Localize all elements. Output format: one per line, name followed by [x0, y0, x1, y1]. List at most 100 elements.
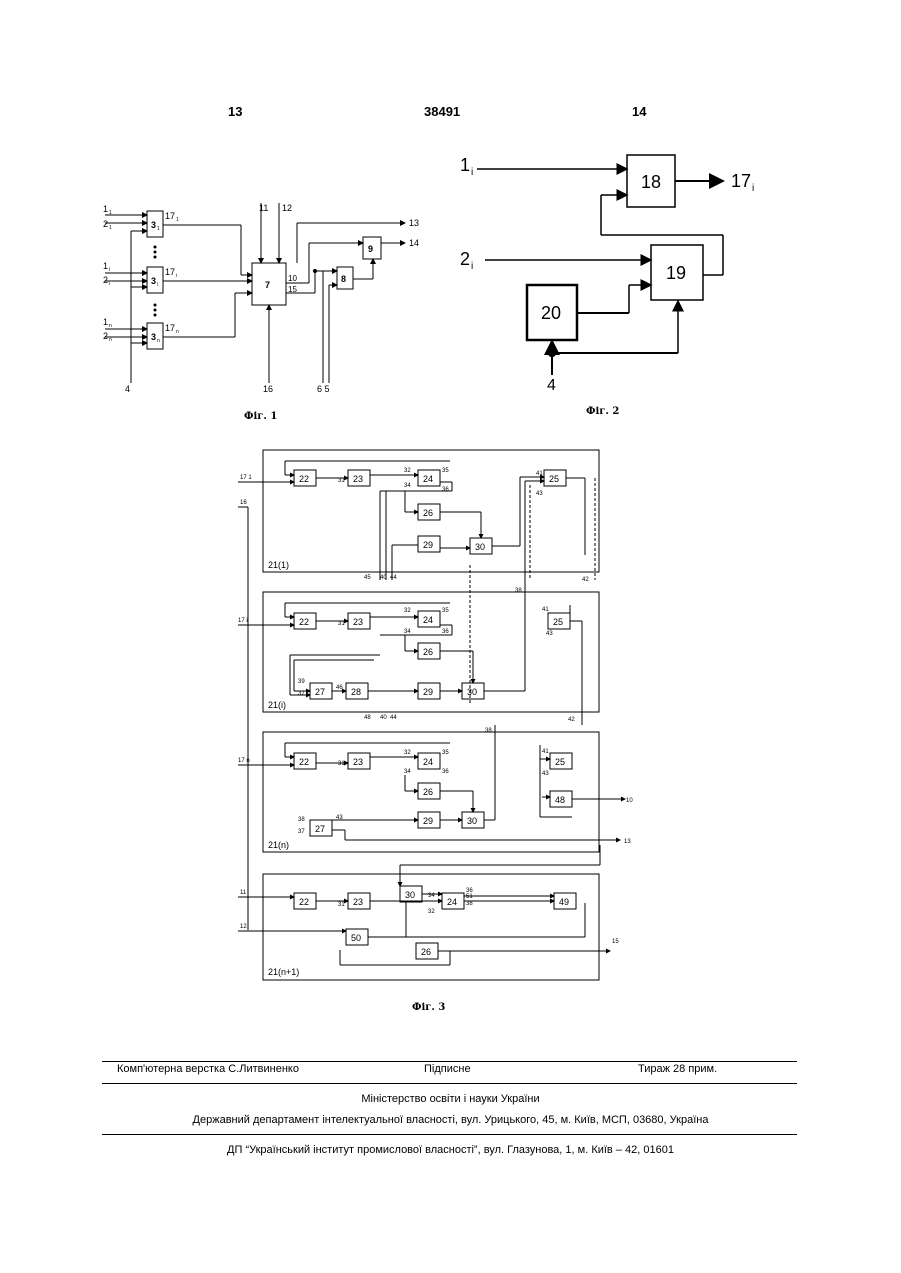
page-number-left: 13	[228, 104, 242, 119]
svg-text:29: 29	[423, 540, 433, 550]
svg-text:17: 17	[165, 267, 175, 277]
svg-text:17: 17	[165, 211, 175, 221]
svg-text:22: 22	[299, 474, 309, 484]
svg-text:12: 12	[240, 924, 247, 930]
svg-text:32: 32	[404, 468, 411, 474]
svg-text:19: 19	[666, 263, 686, 283]
svg-text:45: 45	[364, 575, 371, 581]
svg-text:3: 3	[151, 220, 156, 230]
svg-text:25: 25	[555, 757, 565, 767]
svg-text:32: 32	[404, 750, 411, 756]
svg-text:31: 31	[338, 761, 345, 767]
svg-text:4: 4	[125, 384, 130, 394]
svg-text:41: 41	[536, 471, 543, 477]
svg-text:11: 11	[240, 890, 247, 896]
footer-typesetter: Комп'ютерна верстка С.Литвиненко	[117, 1063, 299, 1075]
svg-text:12: 12	[282, 203, 292, 213]
svg-text:43: 43	[542, 771, 549, 777]
svg-text:3: 3	[151, 276, 156, 286]
footer-rule-3	[102, 1134, 797, 1135]
svg-text:17: 17	[165, 323, 175, 333]
svg-text:37: 37	[298, 691, 305, 697]
f1-in-1-1: 1	[103, 204, 108, 214]
svg-text:i: i	[176, 273, 177, 279]
svg-text:10: 10	[288, 274, 297, 283]
svg-text:23: 23	[353, 897, 363, 907]
svg-text:n: n	[176, 329, 179, 335]
svg-text:17 i: 17 i	[238, 618, 248, 624]
svg-text:1: 1	[103, 261, 108, 271]
svg-text:43: 43	[336, 815, 343, 821]
svg-text:35: 35	[442, 750, 449, 756]
svg-text:35: 35	[442, 608, 449, 614]
footer-rule-1	[102, 1061, 797, 1062]
svg-text:17: 17	[731, 171, 751, 191]
svg-text:n: n	[157, 338, 160, 344]
svg-text:4: 4	[547, 377, 556, 394]
svg-text:38: 38	[485, 728, 492, 734]
svg-text:46: 46	[336, 685, 343, 691]
svg-text:18: 18	[641, 172, 661, 192]
svg-text:21(1): 21(1)	[268, 560, 289, 570]
svg-text:1: 1	[109, 225, 112, 231]
svg-text:34: 34	[404, 483, 411, 489]
svg-text:41: 41	[542, 607, 549, 613]
f1-in-2-1: 2	[103, 219, 108, 229]
svg-text:21(n): 21(n)	[268, 840, 289, 850]
footer-institute: ДП “Український інститут промислової вла…	[0, 1144, 901, 1156]
figure-1-diagram: 1 1 2 1 1 i 2 i 1 n 2 n 3 1 3 i 3 n 17 1…	[95, 195, 445, 400]
svg-text:44: 44	[390, 575, 397, 581]
svg-text:16: 16	[263, 384, 273, 394]
svg-text:14: 14	[409, 238, 419, 248]
svg-text:36: 36	[442, 769, 449, 775]
svg-text:23: 23	[353, 474, 363, 484]
svg-text:1: 1	[176, 217, 179, 223]
svg-text:i: i	[471, 261, 473, 272]
svg-text:41: 41	[542, 749, 549, 755]
svg-text:43: 43	[546, 631, 553, 637]
svg-text:23: 23	[353, 757, 363, 767]
svg-text:36: 36	[442, 629, 449, 635]
svg-text:i: i	[157, 282, 158, 288]
svg-text:9: 9	[368, 244, 373, 254]
svg-text:34: 34	[404, 769, 411, 775]
svg-text:29: 29	[423, 816, 433, 826]
svg-text:15: 15	[612, 939, 619, 945]
svg-text:29: 29	[423, 687, 433, 697]
svg-text:32: 32	[428, 909, 435, 915]
svg-text:49: 49	[559, 897, 569, 907]
group-21-n1	[263, 874, 599, 980]
footer-print-run: Тираж 28 прим.	[638, 1063, 717, 1075]
svg-text:40: 40	[380, 575, 387, 581]
svg-text:27: 27	[315, 824, 325, 834]
svg-text:10: 10	[626, 798, 633, 804]
svg-text:25: 25	[549, 474, 559, 484]
svg-text:26: 26	[423, 508, 433, 518]
svg-text:39: 39	[298, 679, 305, 685]
svg-text:30: 30	[467, 687, 477, 697]
svg-text:36: 36	[442, 487, 449, 493]
svg-text:38: 38	[466, 901, 473, 907]
figure-3-caption: Фіг. 3	[412, 1002, 445, 1013]
svg-text:24: 24	[423, 615, 433, 625]
svg-text:n: n	[109, 323, 112, 329]
footer-signed: Підписне	[424, 1063, 471, 1075]
svg-text:30: 30	[467, 816, 477, 826]
svg-text:40: 40	[380, 715, 387, 721]
footer-rule-2	[102, 1083, 797, 1084]
svg-text:n: n	[109, 337, 112, 343]
svg-text:27: 27	[315, 687, 325, 697]
svg-text:50: 50	[351, 933, 361, 943]
svg-text:15: 15	[288, 285, 297, 294]
svg-text:31: 31	[338, 902, 345, 908]
svg-text:i: i	[471, 167, 473, 178]
svg-text:2: 2	[103, 331, 108, 341]
svg-text:30: 30	[475, 542, 485, 552]
footer-ministry: Міністерство освіти і науки України	[0, 1093, 901, 1105]
svg-text:1: 1	[109, 210, 112, 216]
svg-text:23: 23	[353, 617, 363, 627]
svg-text:i: i	[109, 281, 110, 287]
figure-1-caption: Фіг. 1	[244, 411, 277, 422]
svg-text:24: 24	[423, 474, 433, 484]
svg-text:30: 30	[405, 890, 415, 900]
